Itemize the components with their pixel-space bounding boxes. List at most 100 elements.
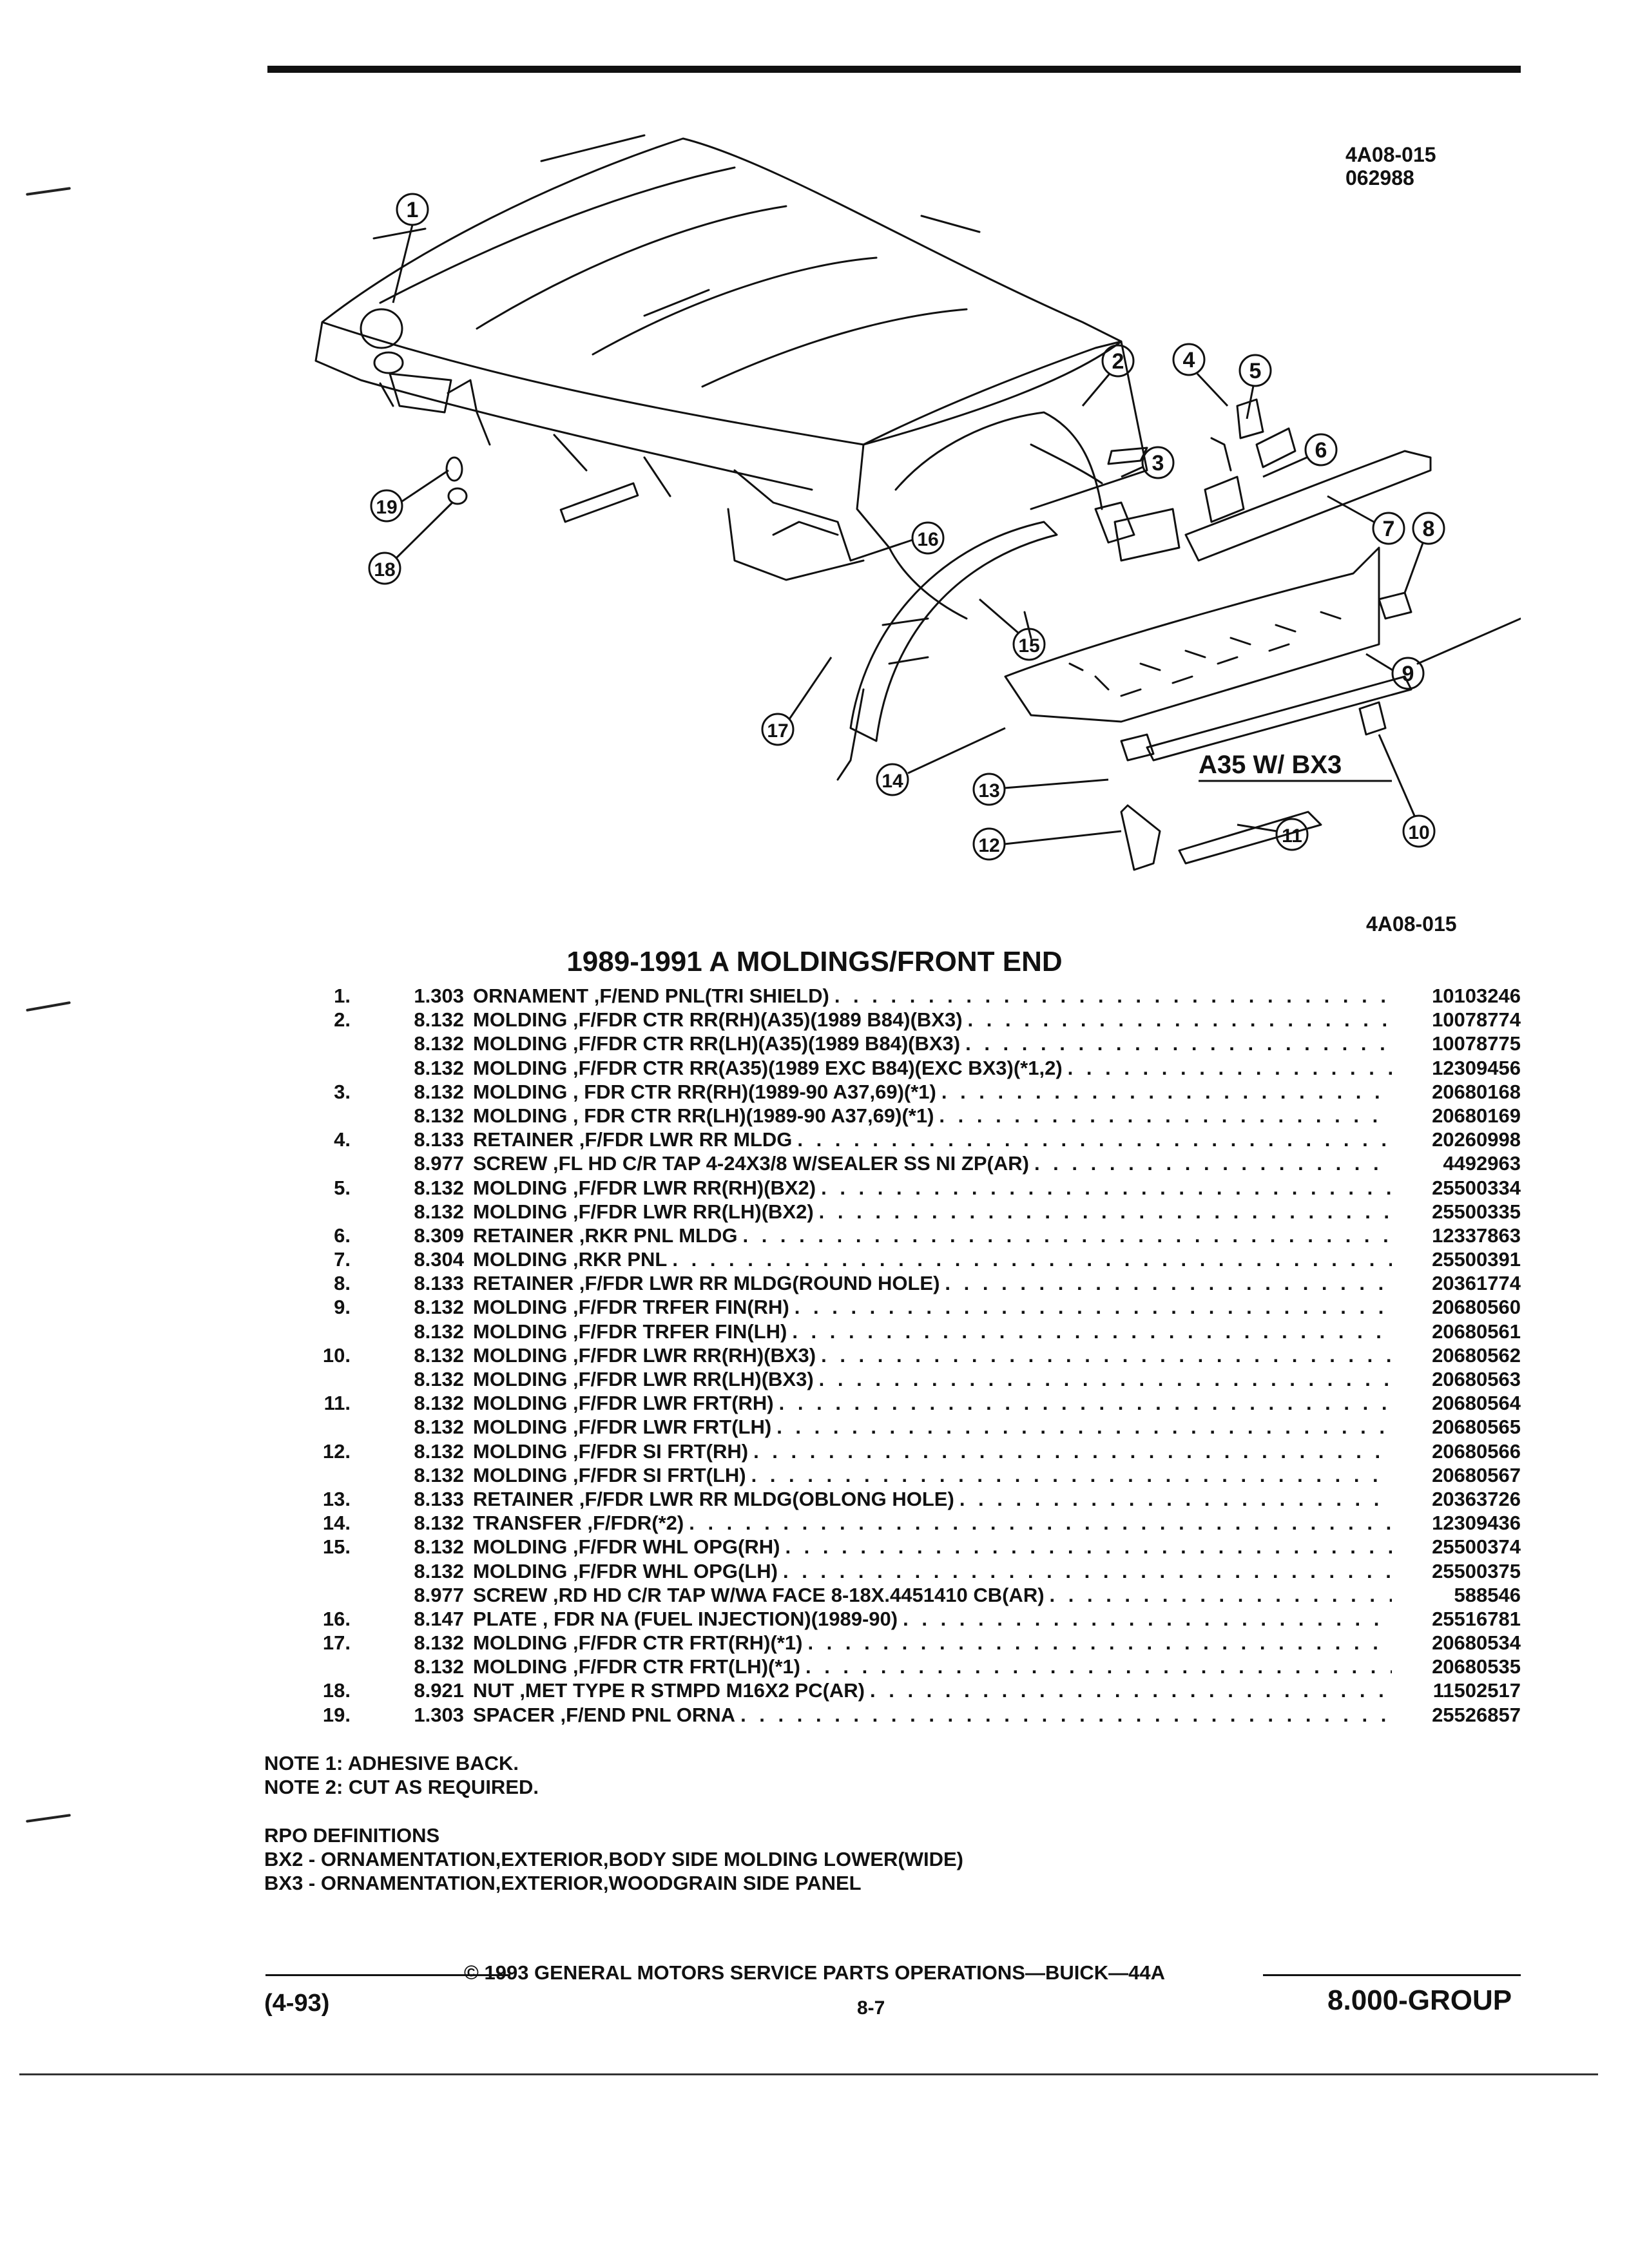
group-code: 8.132 (414, 1056, 464, 1079)
group-code: 8.132 (414, 1392, 464, 1415)
part-number-index: 5. (334, 1176, 351, 1199)
part-description: MOLDING ,F/FDR CTR RR(LH)(A35)(1989 B84)… (473, 1032, 961, 1055)
group-code: 8.133 (414, 1128, 464, 1151)
callout-16: 16 (917, 529, 938, 550)
part-number: 25500334 (1432, 1176, 1521, 1199)
part-number: 20680561 (1432, 1320, 1521, 1343)
callout-14: 14 (882, 771, 903, 792)
group-code: 8.132 (414, 1463, 464, 1486)
leader-dots: . . . . . . . . . . . . . . . . . . . . … (792, 1320, 1392, 1343)
part-number: 20680560 (1432, 1296, 1521, 1319)
part-description: MOLDING ,F/FDR WHL OPG(LH) (473, 1559, 778, 1582)
callout-3: 3 (1152, 451, 1164, 476)
group-code: 1.303 (414, 1703, 464, 1726)
callout-12: 12 (978, 835, 999, 856)
part-number: 11502517 (1432, 1679, 1521, 1702)
part-number-index: 15. (322, 1535, 351, 1559)
part-number: 20363726 (1432, 1487, 1521, 1510)
leader-dots: . . . . . . . . . . . . . . . . . . . . … (945, 1272, 1392, 1295)
leader-dots: . . . . . . . . . . . . . . . . . . . . … (1034, 1152, 1392, 1175)
group-code: 8.921 (414, 1679, 464, 1702)
part-number: 20680567 (1432, 1463, 1521, 1486)
group-code: 8.132 (414, 1343, 464, 1367)
part-description: MOLDING ,F/FDR SI FRT(LH) (473, 1463, 746, 1486)
group-code: 8.133 (414, 1487, 464, 1510)
callout-10: 10 (1408, 822, 1429, 843)
group-code: 8.132 (414, 1416, 464, 1439)
callout-1: 1 (407, 198, 419, 222)
wheel-opening-molding (849, 521, 1058, 742)
group-code: 8.132 (414, 1559, 464, 1582)
part-description: MOLDING ,F/FDR CTR FRT(RH)(*1) (473, 1631, 803, 1655)
leader-dots: . . . . . . . . . . . . . . . . . . . . … (821, 1176, 1392, 1199)
leader-dots: . . . . . . . . . . . . . . . . . . . . … (959, 1487, 1392, 1510)
group-code: 8.132 (414, 1176, 464, 1199)
part-description: MOLDING , FDR CTR RR(RH)(1989-90 A37,69)… (473, 1080, 936, 1103)
callout-4: 4 (1183, 348, 1195, 372)
rpo-definitions: RPO DEFINITIONS BX2 - ORNAMENTATION,EXTE… (264, 1823, 963, 1895)
part-description: MOLDING ,F/FDR CTR RR(RH)(A35)(1989 B84)… (473, 1008, 963, 1032)
part-description: RETAINER ,F/FDR LWR RR MLDG(ROUND HOLE) (473, 1272, 940, 1295)
part-number: 20680562 (1432, 1343, 1521, 1367)
leader-dots: . . . . . . . . . . . . . . . . . . . . … (797, 1128, 1392, 1151)
part-number: 20680168 (1432, 1080, 1521, 1103)
group-code: 8.132 (414, 1032, 464, 1055)
part-number-index: 2. (334, 1008, 351, 1032)
callouts (368, 193, 1445, 861)
part-number-index: 6. (334, 1224, 351, 1247)
part-description: MOLDING ,F/FDR LWR RR(LH)(BX2) (473, 1200, 814, 1223)
group-code: 8.132 (414, 1296, 464, 1319)
group-code: 8.132 (414, 1655, 464, 1678)
part-description: MOLDING ,F/FDR LWR RR(RH)(BX3) (473, 1343, 816, 1367)
part-description: MOLDING ,F/FDR CTR FRT(LH)(*1) (473, 1655, 800, 1678)
part-description: TRANSFER ,F/FDR(*2) (473, 1512, 684, 1535)
callout-8: 8 (1423, 517, 1435, 541)
callout-15: 15 (1018, 635, 1039, 657)
part-number: 10103246 (1432, 985, 1521, 1007)
part-row: 8.132 MOLDING ,F/FDR CTR RR(LH)(A35)(1989… (284, 1032, 1521, 1056)
part-number: 25500375 (1432, 1559, 1521, 1582)
part-number-index: 16. (322, 1607, 351, 1630)
group-code: 8.977 (414, 1152, 464, 1175)
part-number: 20361774 (1432, 1272, 1521, 1295)
part-number: 20680564 (1432, 1392, 1521, 1415)
leader-dots: . . . . . . . . . . . . . . . . . . . . … (939, 1104, 1392, 1127)
part-number-index: 1. (334, 985, 351, 1007)
part-description: MOLDING ,F/FDR LWR RR(LH)(BX3) (473, 1368, 814, 1390)
group-code: 8.132 (414, 1320, 464, 1343)
callout-18: 18 (374, 559, 395, 581)
part-description: MOLDING ,F/FDR TRFER FIN(RH) (473, 1296, 789, 1319)
callout-11: 11 (1282, 825, 1302, 847)
group-code: 1.303 (414, 985, 464, 1007)
group-code: 8.132 (414, 1104, 464, 1127)
callout-6: 6 (1315, 438, 1327, 463)
part-number-index: 4. (334, 1128, 351, 1151)
group-code: 8.132 (414, 1535, 464, 1559)
callout-7: 7 (1383, 517, 1395, 541)
part-number: 20680169 (1432, 1104, 1521, 1127)
revision-date: (4-93) (264, 1990, 330, 2017)
leader-dots: . . . . . . . . . . . . . . . . . . . . … (941, 1080, 1392, 1103)
part-number: 4492963 (1443, 1152, 1521, 1175)
part-number: 12309456 (1432, 1056, 1521, 1079)
part-description: SCREW ,RD HD C/R TAP W/WA FACE 8-18X.445… (473, 1583, 1045, 1606)
group-code: 8.132 (414, 1512, 464, 1535)
